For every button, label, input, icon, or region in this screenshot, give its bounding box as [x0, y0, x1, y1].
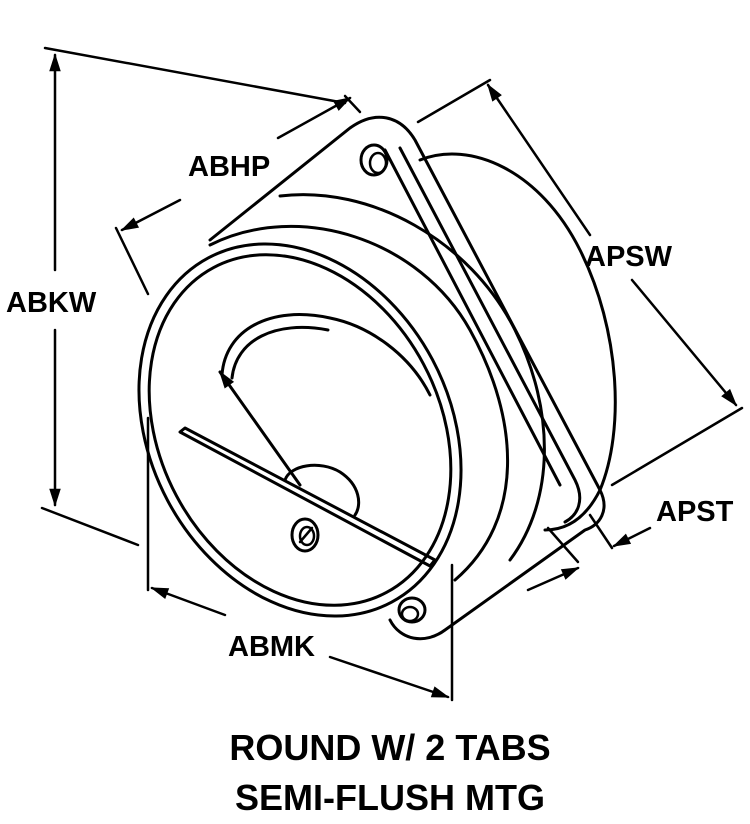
abmk-label: ABMK	[228, 631, 315, 663]
apsw-dimension-line	[486, 83, 592, 237]
top-tab-hole	[359, 143, 389, 177]
dimension-lines	[40, 46, 744, 702]
caption-line-1: ROUND W/ 2 TABS	[229, 727, 550, 768]
caption-line-2: SEMI-FLUSH MTG	[235, 777, 545, 818]
front-bezel	[137, 242, 463, 618]
pointer-hub	[283, 463, 361, 517]
apst-dimension-line	[526, 566, 580, 592]
scale-arc	[220, 313, 432, 397]
mounting-flange	[208, 115, 606, 641]
flange-inner-edge	[398, 146, 582, 524]
abkw-label: ABKW	[6, 287, 97, 319]
bezel-inner-ring	[147, 253, 453, 607]
meter-body	[137, 115, 617, 641]
apst-label: APST	[656, 496, 734, 528]
dial-plate	[178, 426, 437, 568]
zero-adjust-screw	[290, 517, 320, 553]
abhp-dimension-line	[276, 96, 352, 140]
pointer-needle	[218, 370, 302, 487]
rear-case	[418, 152, 617, 532]
abmk-dimension-line	[150, 586, 227, 617]
apsw-label: APSW	[585, 241, 673, 273]
abhp-label: ABHP	[188, 151, 270, 183]
